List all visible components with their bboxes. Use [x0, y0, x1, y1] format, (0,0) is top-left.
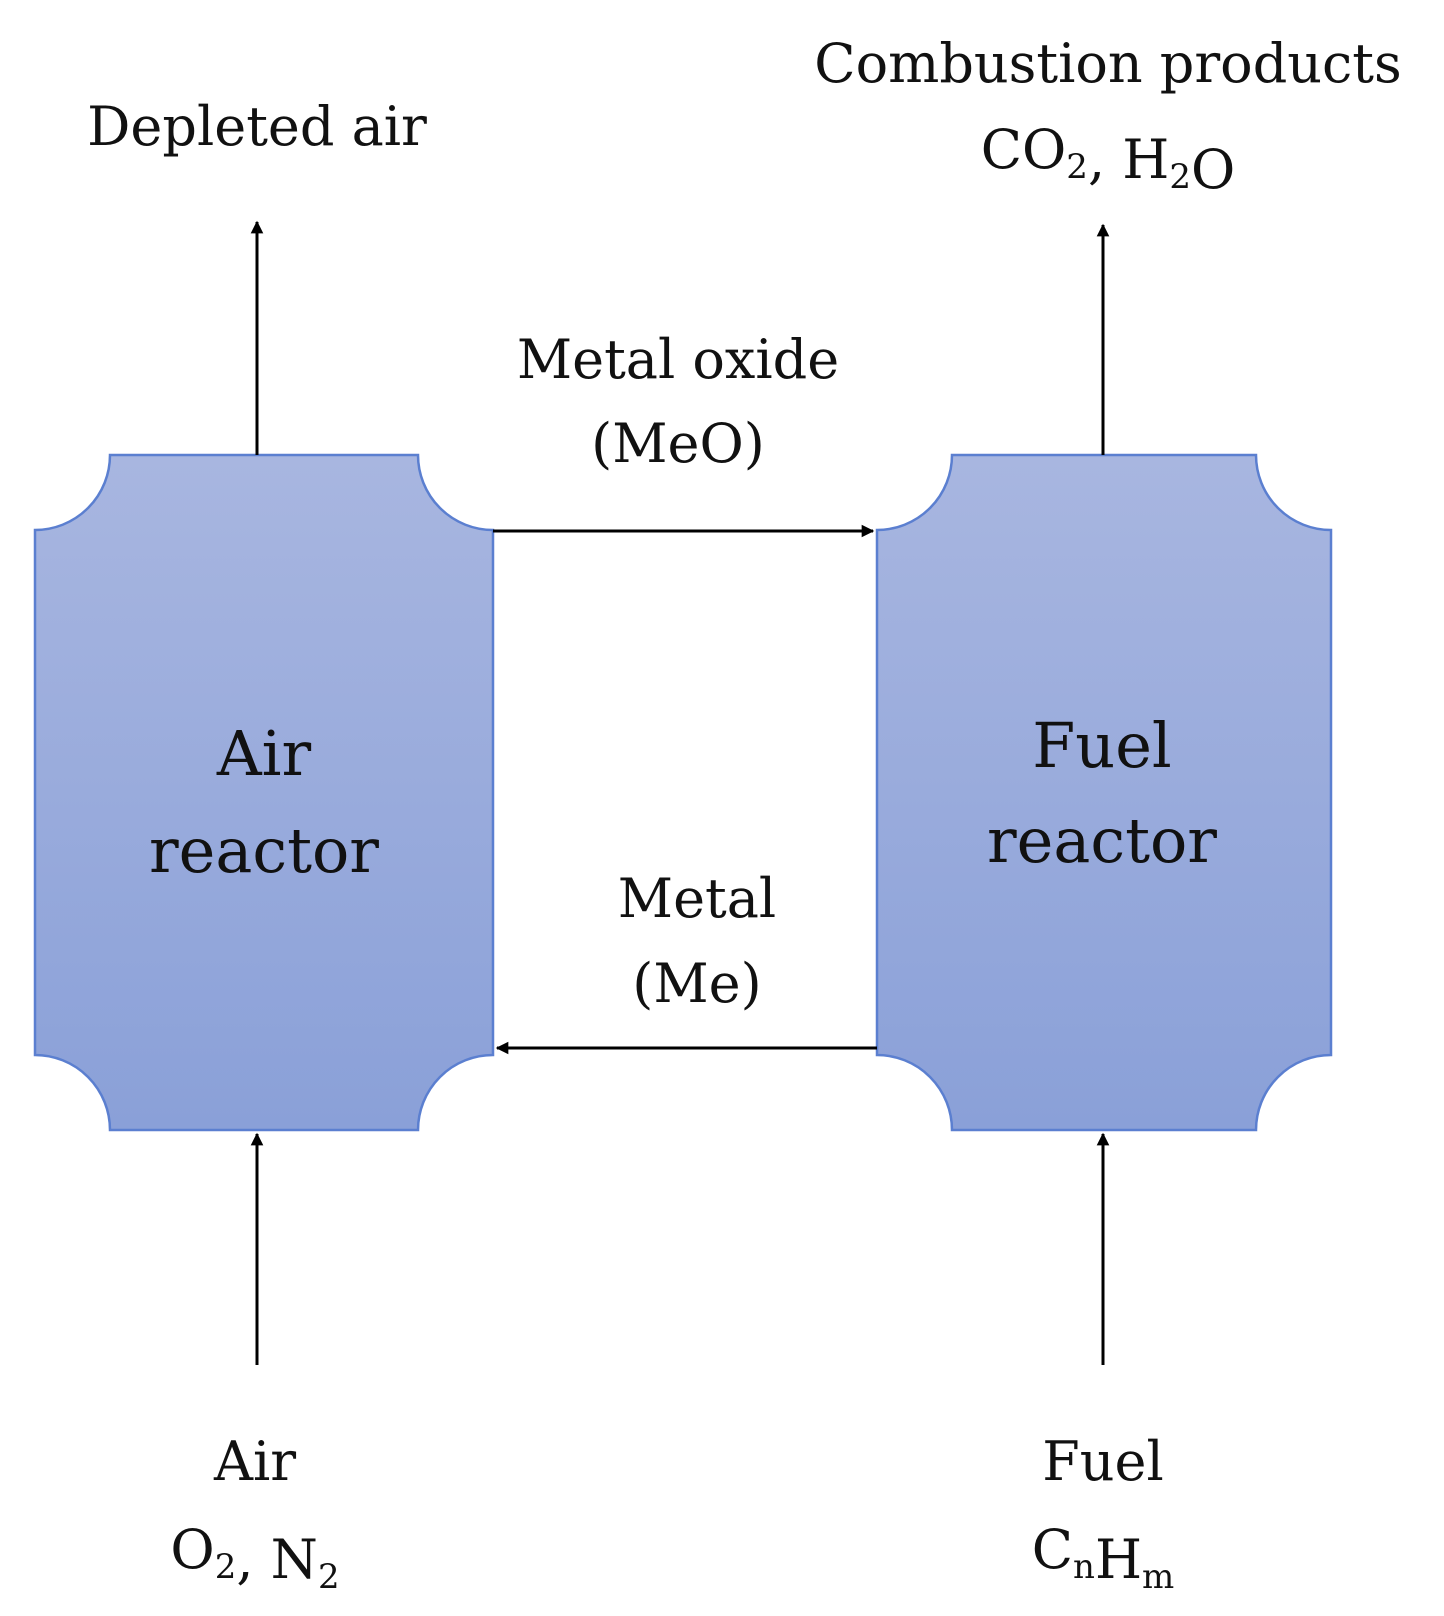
combustion-species-label: CO2, H2O	[981, 118, 1236, 201]
formula-subscript-1: 2	[1169, 157, 1191, 197]
formula-subscript-0: 2	[215, 1547, 237, 1587]
air-species-label: O2, N2	[170, 1518, 339, 1597]
metal-oxide-formula-label: (MeO)	[591, 412, 765, 475]
formula-subscript-0: n	[1073, 1547, 1095, 1587]
air-reactor-label-line2: reactor	[149, 814, 379, 887]
fuel-reactor-shape	[875, 453, 1333, 1132]
air-reactor-label-line1: Air	[216, 717, 312, 790]
depleted-air-label: Depleted air	[87, 95, 427, 158]
formula-base-2: O	[1191, 138, 1235, 201]
formula-subscript-1: 2	[318, 1557, 340, 1597]
fuel-reactor-label-line2: reactor	[987, 804, 1217, 877]
formula-subscript-0: 2	[1066, 147, 1088, 187]
formula-base-0: O	[170, 1518, 214, 1581]
formula-base-0: C	[1032, 1518, 1073, 1581]
formula-base-0: CO	[981, 118, 1067, 181]
formula-base-1: , N	[236, 1528, 318, 1591]
air-reactor-shape	[33, 453, 495, 1132]
metal-oxide-label: Metal oxide	[517, 328, 839, 391]
fuel-input-label: Fuel	[1042, 1430, 1163, 1493]
formula-subscript-1: m	[1142, 1557, 1174, 1597]
combustion-products-label: Combustion products	[814, 32, 1401, 95]
metal-formula-label: (Me)	[632, 952, 761, 1015]
metal-label: Metal	[618, 867, 776, 930]
fuel-species-label: CnHm	[1032, 1518, 1175, 1597]
air-input-label: Air	[213, 1430, 296, 1493]
formula-base-1: H	[1095, 1528, 1142, 1591]
fuel-reactor-label-line1: Fuel	[1032, 709, 1171, 782]
formula-base-1: , H	[1088, 128, 1169, 191]
